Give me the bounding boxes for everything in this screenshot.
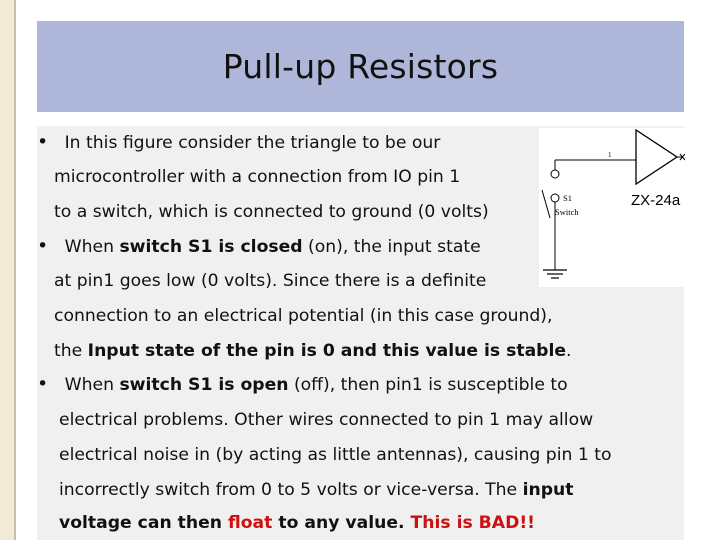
title-banner: Pull-up Resistors (37, 21, 684, 112)
bullet-1-line-3: to a switch, which is connected to groun… (54, 202, 489, 222)
slide-title: Pull-up Resistors (222, 47, 499, 86)
bullet-3-line-2: electrical problems. Other wires connect… (59, 410, 593, 430)
switch-terminal-top (550, 169, 560, 179)
bullet-3-line-5: voltage can then float to any value. Thi… (59, 513, 535, 533)
switch-lever (541, 189, 551, 219)
bullet-1-text-1: In this figure consider the triangle to … (64, 133, 441, 153)
switch-label-s1: S1 (563, 193, 572, 203)
microcontroller-triangle (635, 128, 679, 186)
bullet-2-bold-closed: switch S1 is closed (119, 237, 303, 257)
slide-edge-stripe (0, 0, 16, 540)
bullet-3-bold-voltage: voltage can then (59, 513, 228, 533)
bullet-2-bold-stable: Input state of the pin is 0 and this val… (87, 341, 567, 361)
bad-warning: This is BAD!! (410, 513, 536, 533)
bullet-1-line-2: microcontroller with a connection from I… (54, 167, 460, 187)
bullet-3-line-1: • When switch S1 is open (off), then pin… (37, 373, 568, 395)
output-x-mark (679, 153, 685, 161)
bullet-2-line-1: • When switch S1 is closed (on), the inp… (37, 235, 481, 257)
bullet-3-bold-any-value: to any value. (272, 513, 411, 533)
bullet-3-text-2: electrical problems. Other wires connect… (59, 410, 594, 430)
float-word: float (228, 513, 273, 533)
bullet-3-bold-input: input (522, 480, 574, 500)
bullet-2-line-2: at pin1 goes low (0 volts). Since there … (54, 271, 486, 291)
bullet-2-text-2: at pin1 goes low (0 volts). Since there … (54, 271, 487, 291)
bullet-marker: • (37, 373, 49, 395)
bullet-3-bold-open: switch S1 is open (119, 375, 289, 395)
bullet-2-text-4a: the (54, 341, 88, 361)
bullet-marker: • (37, 131, 49, 153)
bullet-3-text-3: electrical noise in (by acting as little… (59, 445, 612, 465)
bullet-2-line-3: connection to an electrical potential (i… (54, 306, 552, 326)
bullet-2-text-3: connection to an electrical potential (i… (54, 306, 553, 326)
bullet-1-line-1: • In this figure consider the triangle t… (37, 131, 440, 153)
bullet-3-text-1a: When (64, 375, 120, 395)
part-label: ZX-24a (631, 192, 681, 209)
bullet-3-line-4: incorrectly switch from 0 to 5 volts or … (59, 480, 574, 500)
bullet-3-line-3: electrical noise in (by acting as little… (59, 445, 612, 465)
bullet-1-text-2: microcontroller with a connection from I… (54, 167, 461, 187)
switch-label: Switch (555, 207, 579, 217)
bullet-2-text-4b: . (566, 341, 572, 361)
bullet-2-text-1a: When (64, 237, 120, 257)
bullet-3-text-1b: (off), then pin1 is susceptible to (288, 375, 568, 395)
circuit-diagram: S1 Switch 1 (541, 128, 685, 279)
bullet-3-text-4a: incorrectly switch from 0 to 5 volts or … (59, 480, 523, 500)
bullet-1-text-3: to a switch, which is connected to groun… (54, 202, 489, 222)
circuit-figure: S1 Switch 1 ZX-24a (539, 128, 685, 287)
switch-terminal-bottom (550, 193, 560, 203)
bullet-2-text-1b: (on), the input state (302, 237, 481, 257)
bullet-marker: • (37, 235, 49, 257)
bullet-2-line-4: the Input state of the pin is 0 and this… (54, 341, 572, 361)
pin-label: 1 (608, 151, 612, 159)
